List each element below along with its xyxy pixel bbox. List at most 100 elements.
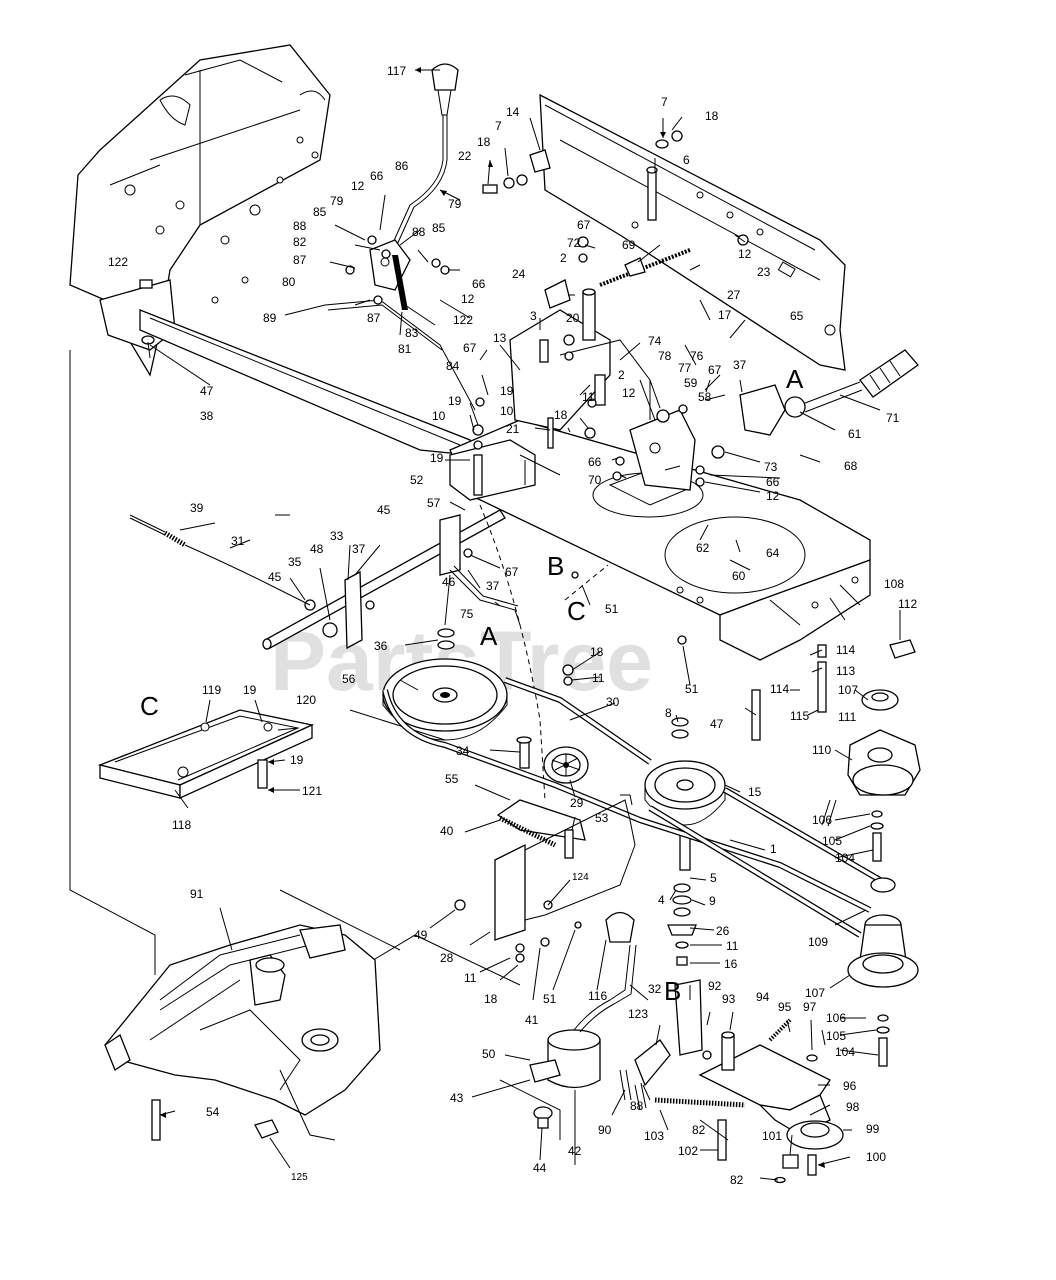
guide-lines	[69, 350, 609, 1140]
callout-72: 72	[567, 236, 581, 250]
callout-17: 17	[718, 308, 732, 322]
callout-10: 10	[432, 409, 446, 423]
callout-67: 67	[708, 363, 722, 377]
callout-88: 88	[630, 1099, 644, 1113]
callout-46: 46	[442, 575, 456, 589]
brake-assembly	[529, 911, 637, 1129]
callout-4: 4	[658, 893, 665, 907]
callout-88: 88	[412, 225, 426, 239]
callout-16: 16	[724, 957, 738, 971]
view-letter-a-handle: A	[786, 364, 804, 394]
callout-47: 47	[200, 384, 214, 398]
callout-85: 85	[313, 205, 327, 219]
callout-79: 79	[330, 194, 344, 208]
arrowheads	[160, 67, 825, 1168]
callout-56: 56	[342, 672, 356, 686]
electric-clutch-110	[821, 689, 921, 862]
callout-9: 9	[709, 894, 716, 908]
callout-64: 64	[766, 546, 780, 560]
callout-106: 106	[812, 813, 832, 827]
rod-75	[449, 565, 521, 626]
callout-78: 78	[658, 349, 672, 363]
callout-12: 12	[766, 489, 780, 503]
callout-106: 106	[826, 1011, 846, 1025]
callout-88: 88	[293, 219, 307, 233]
callout-labels: 117 7 18 14 7 18 22 6 12 66 86 79 79 85 …	[108, 64, 917, 1187]
callout-54: 54	[206, 1105, 220, 1119]
callout-92: 92	[708, 979, 722, 993]
callout-95: 95	[778, 1000, 792, 1014]
callout-74: 74	[648, 334, 662, 348]
callout-62: 62	[696, 541, 710, 555]
callout-11: 11	[726, 939, 739, 953]
callout-97: 97	[803, 1000, 817, 1014]
belts	[382, 677, 882, 938]
callout-71: 71	[886, 411, 900, 425]
callout-68: 68	[844, 459, 858, 473]
pulley-56	[382, 658, 508, 741]
callout-11: 11	[464, 971, 477, 985]
callout-114: 114	[770, 682, 789, 696]
callout-7: 7	[495, 119, 502, 133]
callout-109: 109	[808, 935, 828, 949]
callout-75: 75	[460, 607, 474, 621]
callout-52: 52	[410, 473, 424, 487]
callout-70: 70	[588, 473, 602, 487]
callout-18: 18	[590, 645, 604, 659]
callout-24: 24	[512, 267, 526, 281]
callout-120: 120	[296, 693, 316, 707]
callout-121: 121	[302, 784, 322, 798]
leader-lines	[147, 69, 901, 1181]
callout-6: 6	[683, 153, 690, 167]
callout-81: 81	[398, 342, 412, 356]
callout-42: 42	[568, 1144, 582, 1158]
callout-108: 108	[884, 577, 904, 591]
shift-plate	[369, 239, 411, 310]
callout-100: 100	[866, 1150, 886, 1164]
callout-83: 83	[405, 326, 419, 340]
view-letter-c-plate: C	[140, 691, 159, 721]
callout-89: 89	[263, 311, 277, 325]
callout-103: 103	[644, 1129, 664, 1143]
callout-91: 91	[190, 887, 204, 901]
view-letter-c-frame: C	[567, 596, 586, 626]
bottom-frame-pan	[449, 419, 871, 661]
pulley-107-lower	[847, 877, 919, 1067]
callout-36: 36	[374, 639, 388, 653]
callout-10: 10	[500, 404, 514, 418]
callout-11: 11	[592, 671, 605, 685]
callout-105: 105	[826, 1029, 846, 1043]
callout-55: 55	[445, 772, 459, 786]
callout-86: 86	[395, 159, 409, 173]
callout-31: 31	[231, 534, 245, 548]
callout-8: 8	[665, 706, 672, 720]
callout-18: 18	[484, 992, 498, 1006]
callout-67: 67	[463, 341, 477, 355]
callout-15: 15	[748, 785, 762, 799]
callout-113: 113	[836, 664, 855, 678]
callout-67: 67	[505, 565, 519, 579]
callout-115: 115	[790, 709, 809, 723]
callout-32: 32	[648, 982, 662, 996]
callout-14: 14	[506, 105, 520, 119]
callout-51: 51	[685, 682, 699, 696]
callout-19: 19	[290, 753, 304, 767]
callout-114: 114	[836, 643, 855, 657]
callout-45: 45	[268, 570, 282, 584]
callout-40: 40	[440, 824, 454, 838]
callout-61: 61	[848, 427, 862, 441]
callout-18: 18	[477, 135, 491, 149]
callout-66: 66	[472, 277, 486, 291]
callout-69: 69	[622, 238, 636, 252]
callout-82: 82	[730, 1173, 744, 1187]
callout-2: 2	[560, 251, 567, 265]
callout-1: 1	[770, 842, 777, 856]
callout-27: 27	[727, 288, 741, 302]
callout-50: 50	[482, 1047, 496, 1061]
callout-18: 18	[705, 109, 719, 123]
callout-2: 2	[618, 368, 625, 382]
callout-38: 38	[200, 409, 214, 423]
plate-c	[97, 709, 315, 800]
callout-28: 28	[440, 951, 454, 965]
callout-118: 118	[172, 818, 191, 832]
